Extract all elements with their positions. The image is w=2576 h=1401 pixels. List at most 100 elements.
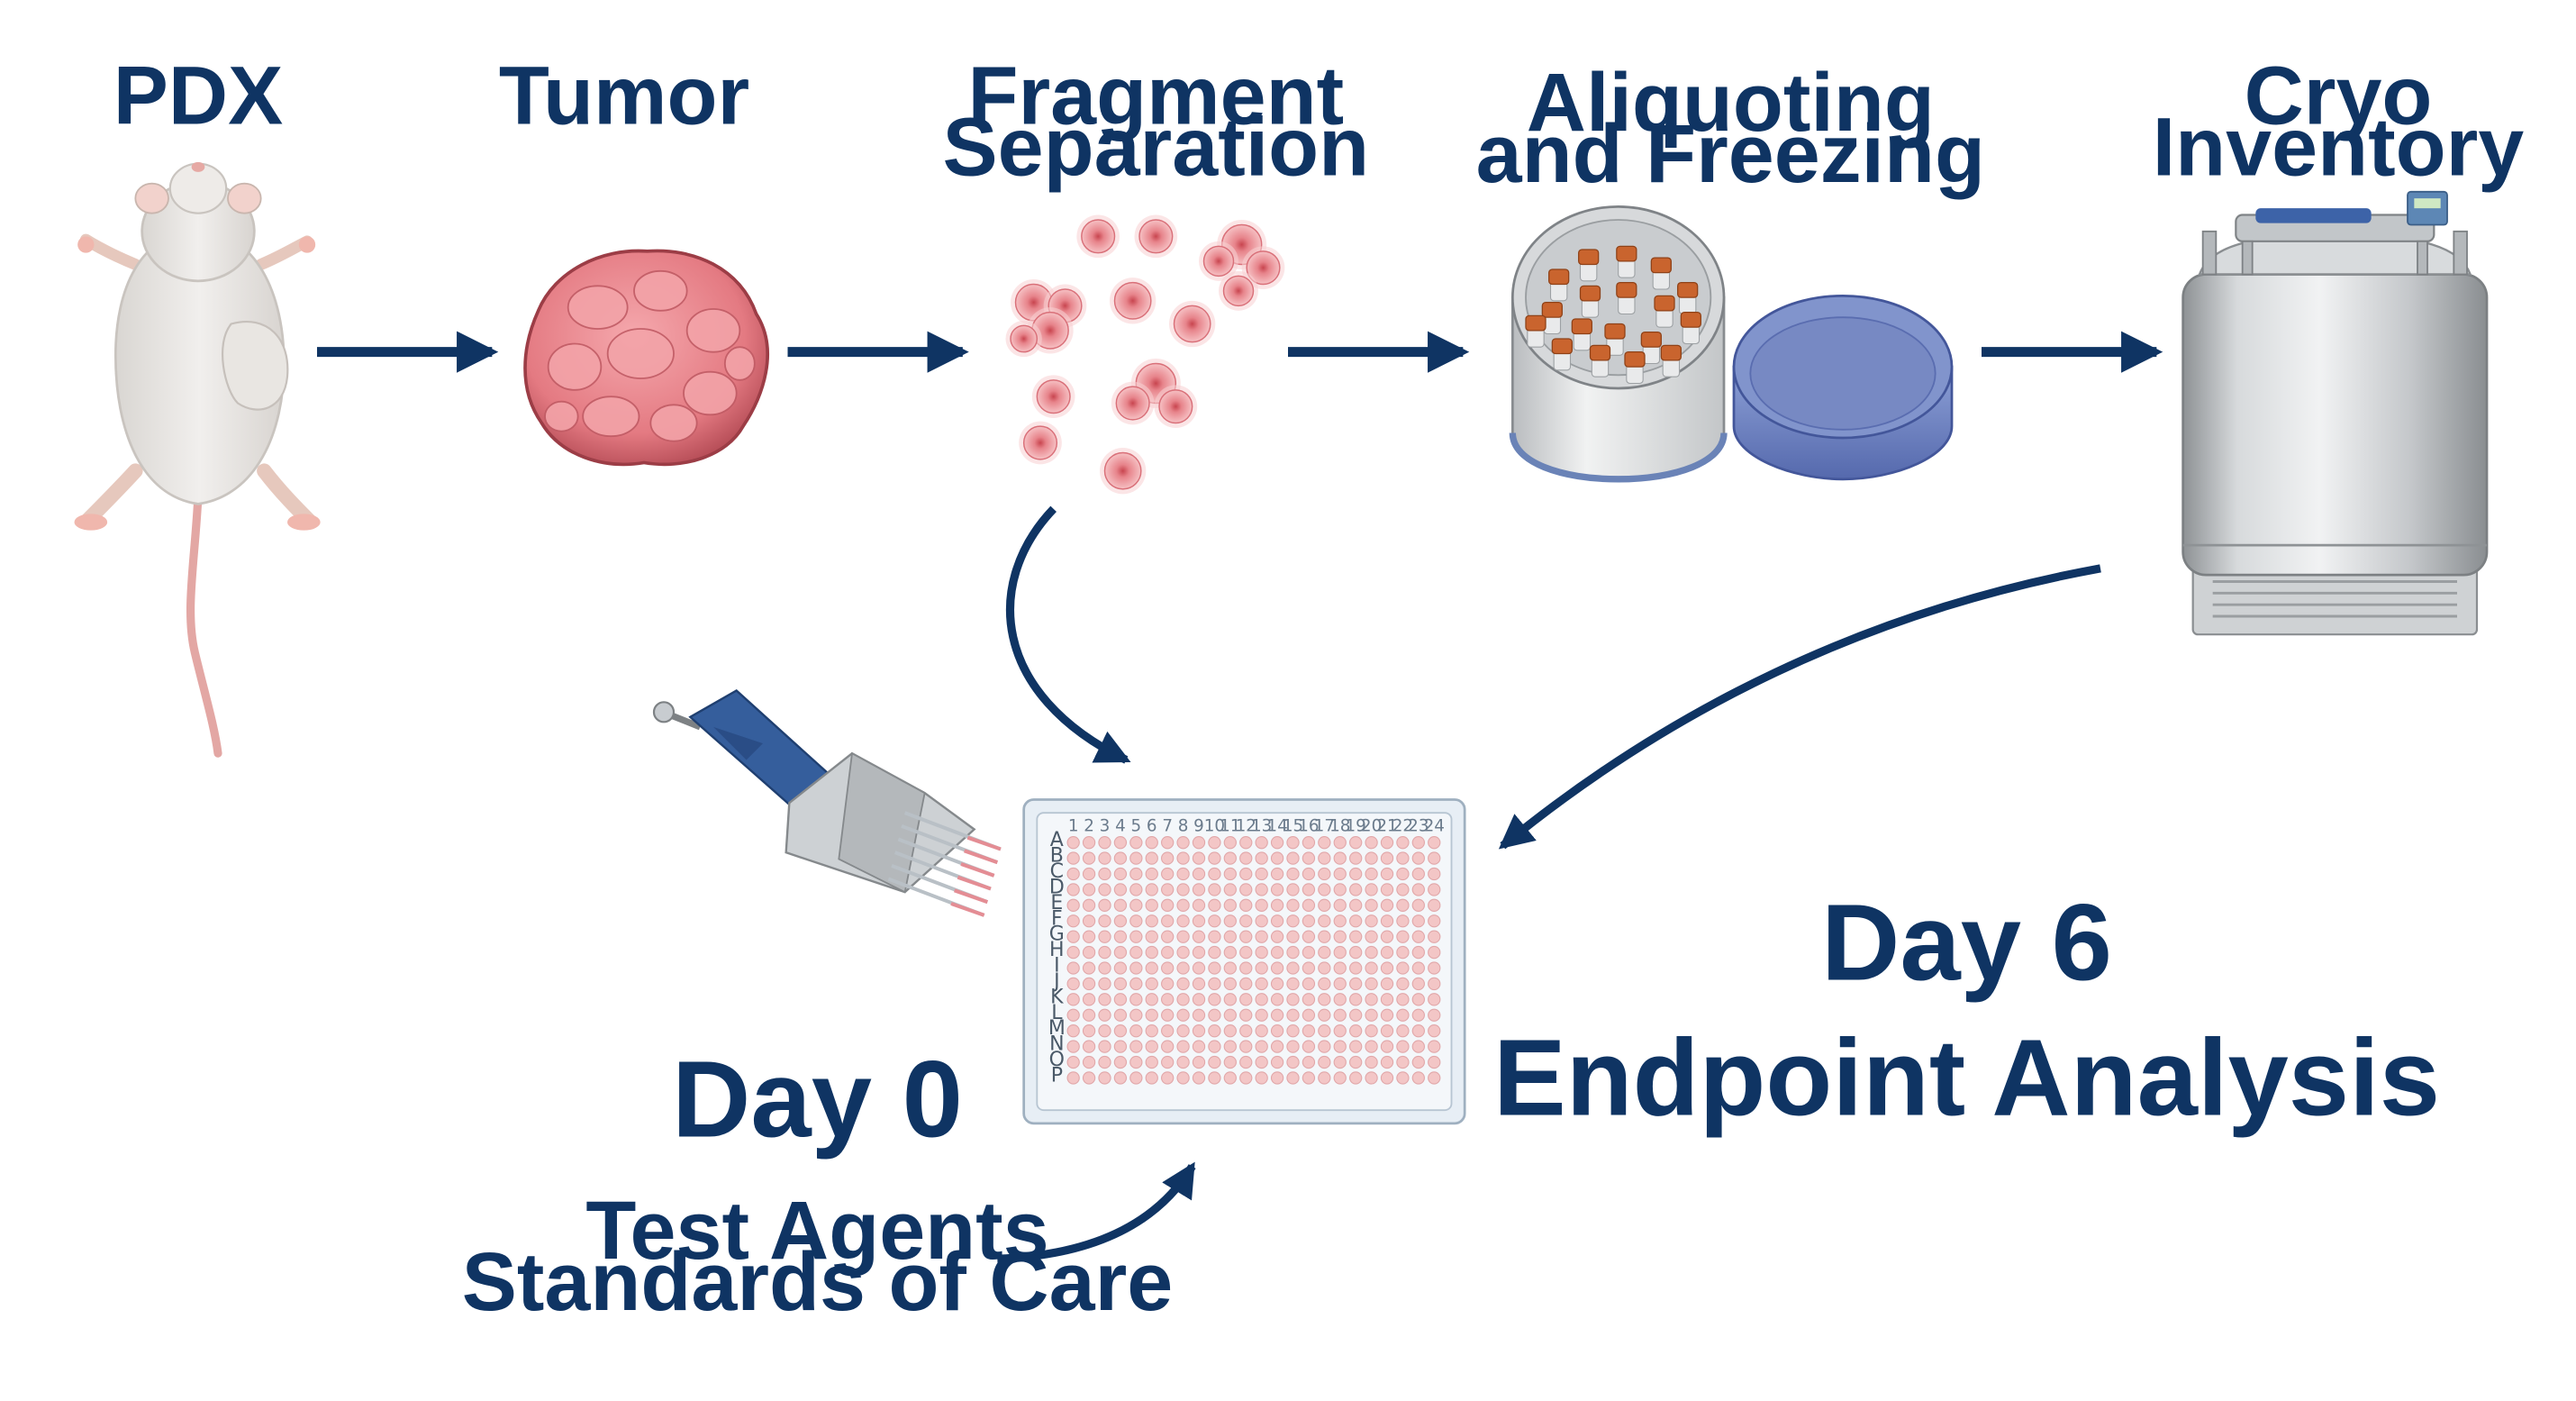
plate-well [1161, 851, 1175, 865]
plate-well [1208, 883, 1221, 896]
test-agents-line1: Test Agents [585, 1185, 1048, 1277]
cryo-vial [1616, 245, 1637, 278]
plate-well [1098, 836, 1111, 850]
plate-well [1255, 930, 1268, 943]
plate-well [1098, 1055, 1111, 1069]
plate-row-label: O [1049, 1049, 1065, 1071]
plate-well [1255, 883, 1268, 896]
plate-row-label: L [1051, 1002, 1063, 1024]
plate-well [1145, 883, 1158, 896]
plate-well [1129, 977, 1143, 991]
plate-column-label: 19 [1346, 816, 1366, 835]
plate-well [1286, 945, 1300, 960]
tumor-cell [1158, 389, 1193, 424]
plate-well [1208, 898, 1221, 912]
plate-well [1239, 898, 1253, 912]
plate-well [1365, 945, 1378, 960]
plate-well [1349, 1055, 1363, 1069]
plate-well [1113, 993, 1128, 1006]
plate-well [1161, 1071, 1175, 1085]
plate-well [1129, 993, 1143, 1006]
plate-well [1145, 1008, 1158, 1022]
plate-well [1302, 867, 1316, 881]
plate-well [1176, 1071, 1190, 1085]
plate-well [1082, 945, 1096, 960]
tumor-cell [1010, 324, 1039, 353]
tumor-cell [1138, 219, 1174, 254]
plate-well [1113, 898, 1128, 912]
plate-well [1239, 1071, 1253, 1085]
plate-well [1286, 930, 1300, 943]
stage-label-aliquoting-line2: and Freezing [1476, 108, 1985, 200]
plate-well [1176, 945, 1190, 960]
plate-well [1349, 914, 1363, 928]
plate-well [1270, 883, 1284, 896]
plate-well [1113, 1055, 1128, 1069]
plate-well [1176, 1008, 1190, 1022]
tumor-cell [1113, 281, 1152, 320]
plate-well [1302, 961, 1316, 975]
cryo-vial [1604, 323, 1626, 356]
plate-well [1239, 1055, 1253, 1069]
plate-well [1333, 977, 1347, 991]
plate-well [1302, 1024, 1316, 1038]
cryo-vial [1548, 268, 1570, 302]
plate-well [1161, 836, 1175, 850]
plate-well [1082, 914, 1096, 928]
plate-well [1066, 1055, 1080, 1069]
plate-well [1270, 1071, 1284, 1085]
plate-well [1286, 961, 1300, 975]
plate-well [1239, 851, 1253, 865]
plate-well [1113, 945, 1128, 960]
plate-well [1208, 1040, 1221, 1053]
day0-label: Day 0 [672, 1038, 963, 1160]
plate-column-label: 14 [1266, 816, 1287, 835]
plate-well [1349, 1008, 1363, 1022]
plate-well [1365, 867, 1378, 881]
plate-row-label: E [1050, 892, 1063, 914]
cryo-vial [1579, 285, 1601, 318]
plate-well [1349, 945, 1363, 960]
plate-well [1396, 930, 1410, 943]
plate-well [1428, 945, 1441, 960]
plate-well [1333, 1071, 1347, 1085]
plate-well [1380, 1008, 1394, 1022]
plate-well [1145, 993, 1158, 1006]
plate-well [1349, 836, 1363, 850]
plate-well [1208, 1024, 1221, 1038]
plate-well [1302, 914, 1316, 928]
plate-well [1208, 945, 1221, 960]
plate-well [1176, 977, 1190, 991]
plate-well [1161, 993, 1175, 1006]
cryo-tank-icon [2181, 190, 2489, 636]
plate-row-label: G [1049, 923, 1065, 946]
plate-well [1396, 1071, 1410, 1085]
plate-well [1333, 836, 1347, 850]
stage-label-aliquoting-line1: Aliquoting [1527, 57, 1935, 149]
plate-row-label: C [1050, 860, 1064, 883]
plate-well [1396, 914, 1410, 928]
plate-well [1380, 1071, 1394, 1085]
mouse-icon [74, 161, 321, 758]
plate-well [1318, 883, 1331, 896]
plate-well [1380, 977, 1394, 991]
plate-well [1129, 961, 1143, 975]
plate-well [1365, 914, 1378, 928]
plate-well [1255, 1008, 1268, 1022]
plate-well [1192, 945, 1206, 960]
plate-well [1318, 1055, 1331, 1069]
plate-well [1066, 961, 1080, 975]
plate-well [1113, 867, 1128, 881]
plate-well [1333, 883, 1347, 896]
plate-well [1239, 836, 1253, 850]
plate-well [1113, 930, 1128, 943]
plate-well [1082, 836, 1096, 850]
plate-well [1223, 883, 1237, 896]
plate-row-label: D [1049, 876, 1065, 898]
plate-well [1239, 945, 1253, 960]
plate-well [1428, 836, 1441, 850]
plate-well [1333, 945, 1347, 960]
stage-label-fragment-line2: Separation [942, 102, 1369, 194]
plate-well [1428, 1024, 1441, 1038]
